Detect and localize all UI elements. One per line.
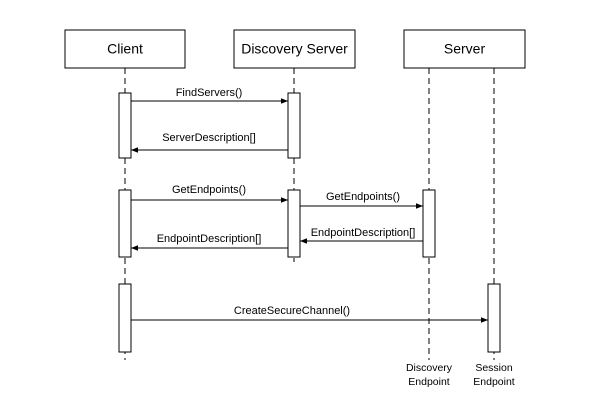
message-get-endpoints-client: GetEndpoints() [131,184,288,203]
message-create-secure-channel: CreateSecureChannel() [131,305,488,323]
participant-client: Client [64,29,186,69]
session-endpoint-label-line2: Endpoint [473,376,515,388]
participant-discovery-server: Discovery Server [233,29,356,69]
activation-client-1 [118,92,132,159]
message-find-servers: FindServers() [131,87,288,104]
message-server-description: ServerDescription[] [131,132,288,153]
discovery-endpoint-label-line2: Endpoint [408,376,450,388]
activation-client-2 [118,189,132,258]
message-create-secure-channel-label: CreateSecureChannel() [234,305,350,317]
activation-discovery-server-2 [287,189,301,258]
message-endpoint-description-server-label: EndpointDescription[] [311,227,416,239]
message-endpoint-description-client-label: EndpointDescription[] [157,233,262,245]
participant-client-label: Client [107,41,143,57]
message-get-endpoints-client-label: GetEndpoints() [172,184,246,196]
message-get-endpoints-server: GetEndpoints() [300,191,423,209]
discovery-endpoint-label-line1: Discovery [406,362,453,374]
activation-session-endpoint [487,283,501,353]
message-endpoint-description-client: EndpointDescription[] [131,233,288,251]
activation-discovery-endpoint [422,189,436,258]
activation-client-3 [118,283,132,353]
participant-discovery-server-label: Discovery Server [241,41,348,57]
message-get-endpoints-server-label: GetEndpoints() [326,191,400,203]
activation-discovery-server-1 [287,92,301,159]
message-endpoint-description-server: EndpointDescription[] [300,227,423,244]
participant-server: Server [403,29,526,69]
message-find-servers-label: FindServers() [176,87,243,99]
session-endpoint-label-line1: Session [475,362,513,374]
discovery-endpoint-label: Discovery Endpoint [406,362,453,388]
message-server-description-label: ServerDescription[] [162,132,256,144]
session-endpoint-label: Session Endpoint [473,362,515,388]
participant-server-label: Server [444,41,486,57]
